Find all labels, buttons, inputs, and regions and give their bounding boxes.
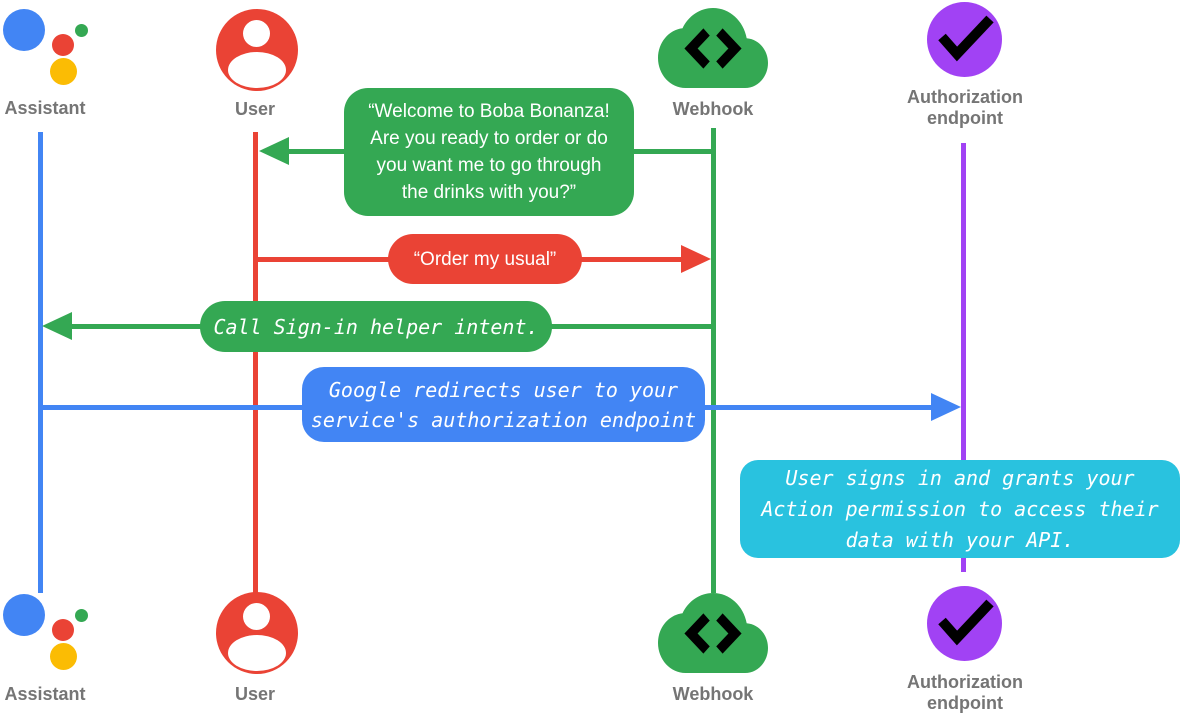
signin-arrowhead <box>42 312 72 340</box>
assistant-logo-red-dot <box>52 619 74 641</box>
check-circle-icon-bottom <box>927 586 1002 661</box>
assistant-logo-blue-dot <box>3 9 45 51</box>
assistant-logo-red-dot <box>52 34 74 56</box>
checkmark-icon <box>938 15 994 62</box>
webhook-label-bottom: Webhook <box>672 684 754 704</box>
google-assistant-icon <box>0 0 92 92</box>
assistant-lifeline <box>38 132 43 593</box>
cloud-code-icon <box>658 8 768 88</box>
redirect-message-bubble: Google redirects user to your service's … <box>302 367 705 442</box>
auth-endpoint-label-top: Authorization endpoint <box>907 87 1023 128</box>
user-lifeline <box>253 132 258 593</box>
user-avatar-icon <box>216 9 298 91</box>
signin-grant-note: User signs in and grants your Action per… <box>740 460 1180 558</box>
welcome-arrowhead <box>259 137 289 165</box>
checkmark-icon <box>938 599 994 646</box>
webhook-label-top: Webhook <box>672 99 754 119</box>
user-avatar-head <box>243 603 270 630</box>
assistant-logo-green-dot <box>75 609 88 622</box>
assistant-logo-blue-dot <box>3 594 45 636</box>
redirect-arrowhead <box>931 393 961 421</box>
user-avatar-icon-bottom <box>216 592 298 674</box>
cloud-code-icon-bottom <box>658 593 768 673</box>
assistant-label-bottom: Assistant <box>4 684 86 704</box>
check-circle-icon <box>927 2 1002 77</box>
welcome-message-bubble: “Welcome to Boba Bonanza! Are you ready … <box>344 88 634 216</box>
assistant-logo-yellow-dot <box>50 58 77 85</box>
webhook-lifeline <box>711 128 716 593</box>
user-label-bottom: User <box>234 684 276 704</box>
signin-helper-bubble: Call Sign-in helper intent. <box>200 301 552 352</box>
user-label-top: User <box>234 99 276 119</box>
user-avatar-head <box>243 20 270 47</box>
auth-endpoint-label-bottom: Authorization endpoint <box>907 672 1023 713</box>
assistant-label-top: Assistant <box>4 98 86 118</box>
google-assistant-icon-bottom <box>0 585 92 677</box>
order-arrowhead <box>681 245 711 273</box>
user-avatar-body <box>228 52 286 88</box>
assistant-logo-green-dot <box>75 24 88 37</box>
auth-endpoint-lifeline <box>961 143 966 572</box>
assistant-logo-yellow-dot <box>50 643 77 670</box>
order-message-bubble: “Order my usual” <box>388 234 582 284</box>
user-avatar-body <box>228 635 286 671</box>
